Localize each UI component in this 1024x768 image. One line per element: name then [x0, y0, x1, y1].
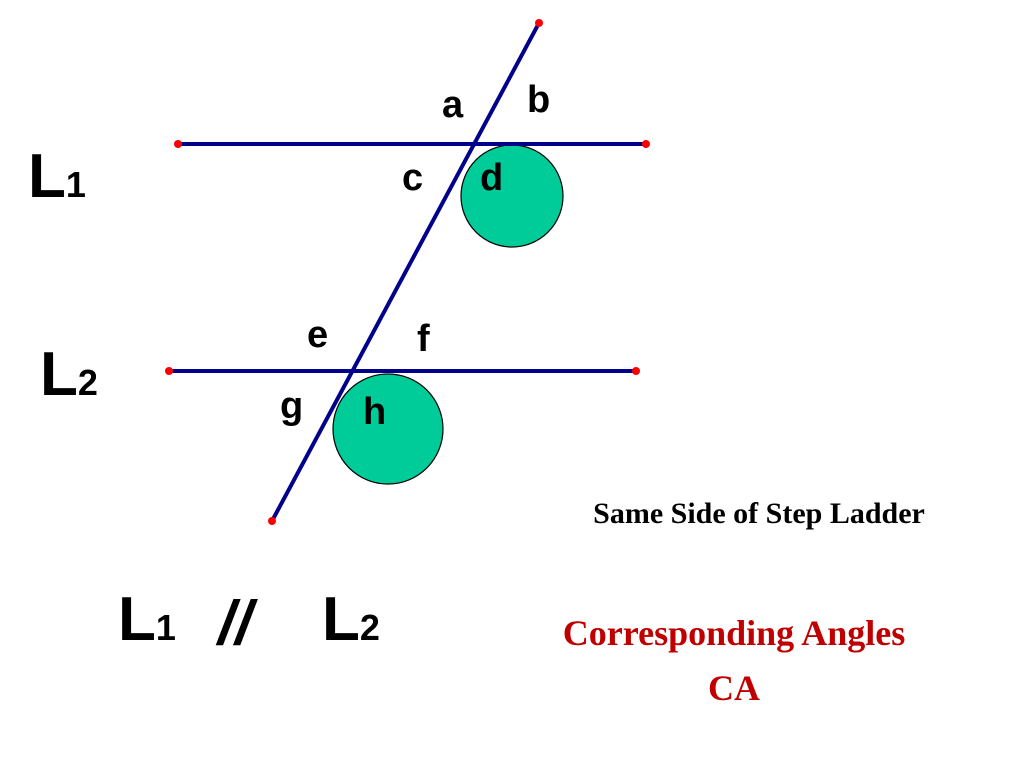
line-label-l1: L1	[28, 142, 86, 211]
endpoint-l2-right	[632, 367, 640, 375]
statement-left-subscript: 1	[156, 607, 176, 648]
transversal-line	[270, 22, 541, 522]
statement-left-letter: L	[118, 585, 156, 654]
statement-left: L1	[118, 585, 176, 654]
endpoint-transversal-top	[535, 19, 543, 27]
angle-label-a: a	[442, 84, 464, 126]
angle-label-h: h	[363, 391, 386, 433]
angle-label-b: b	[527, 79, 550, 121]
angle-label-e: e	[307, 314, 328, 356]
highlight-circle-h	[332, 373, 444, 485]
angle-label-d: d	[480, 157, 503, 199]
statement-right-subscript: 2	[360, 607, 380, 648]
angle-label-g: g	[280, 385, 303, 427]
statement-right-letter: L	[322, 585, 360, 654]
parallel-symbol: //	[215, 589, 258, 658]
angle-label-c: c	[402, 157, 423, 199]
line-label-l1-letter: L	[28, 142, 66, 211]
endpoint-transversal-bottom	[268, 517, 276, 525]
title-ca: CA	[708, 668, 760, 708]
line-label-l2-letter: L	[40, 340, 78, 409]
note-same-side: Same Side of Step Ladder	[593, 497, 925, 530]
title-corresponding-angles: Corresponding Angles	[563, 613, 905, 653]
line-label-l2-subscript: 2	[78, 362, 98, 403]
endpoint-l2-left	[165, 367, 173, 375]
line-label-l2: L2	[40, 340, 98, 409]
endpoint-l1-left	[174, 140, 182, 148]
line-label-l1-subscript: 1	[66, 164, 86, 205]
endpoint-l1-right	[642, 140, 650, 148]
statement-right: L2	[322, 585, 380, 654]
angle-label-f: f	[417, 318, 430, 360]
highlight-circle-d	[460, 144, 564, 248]
